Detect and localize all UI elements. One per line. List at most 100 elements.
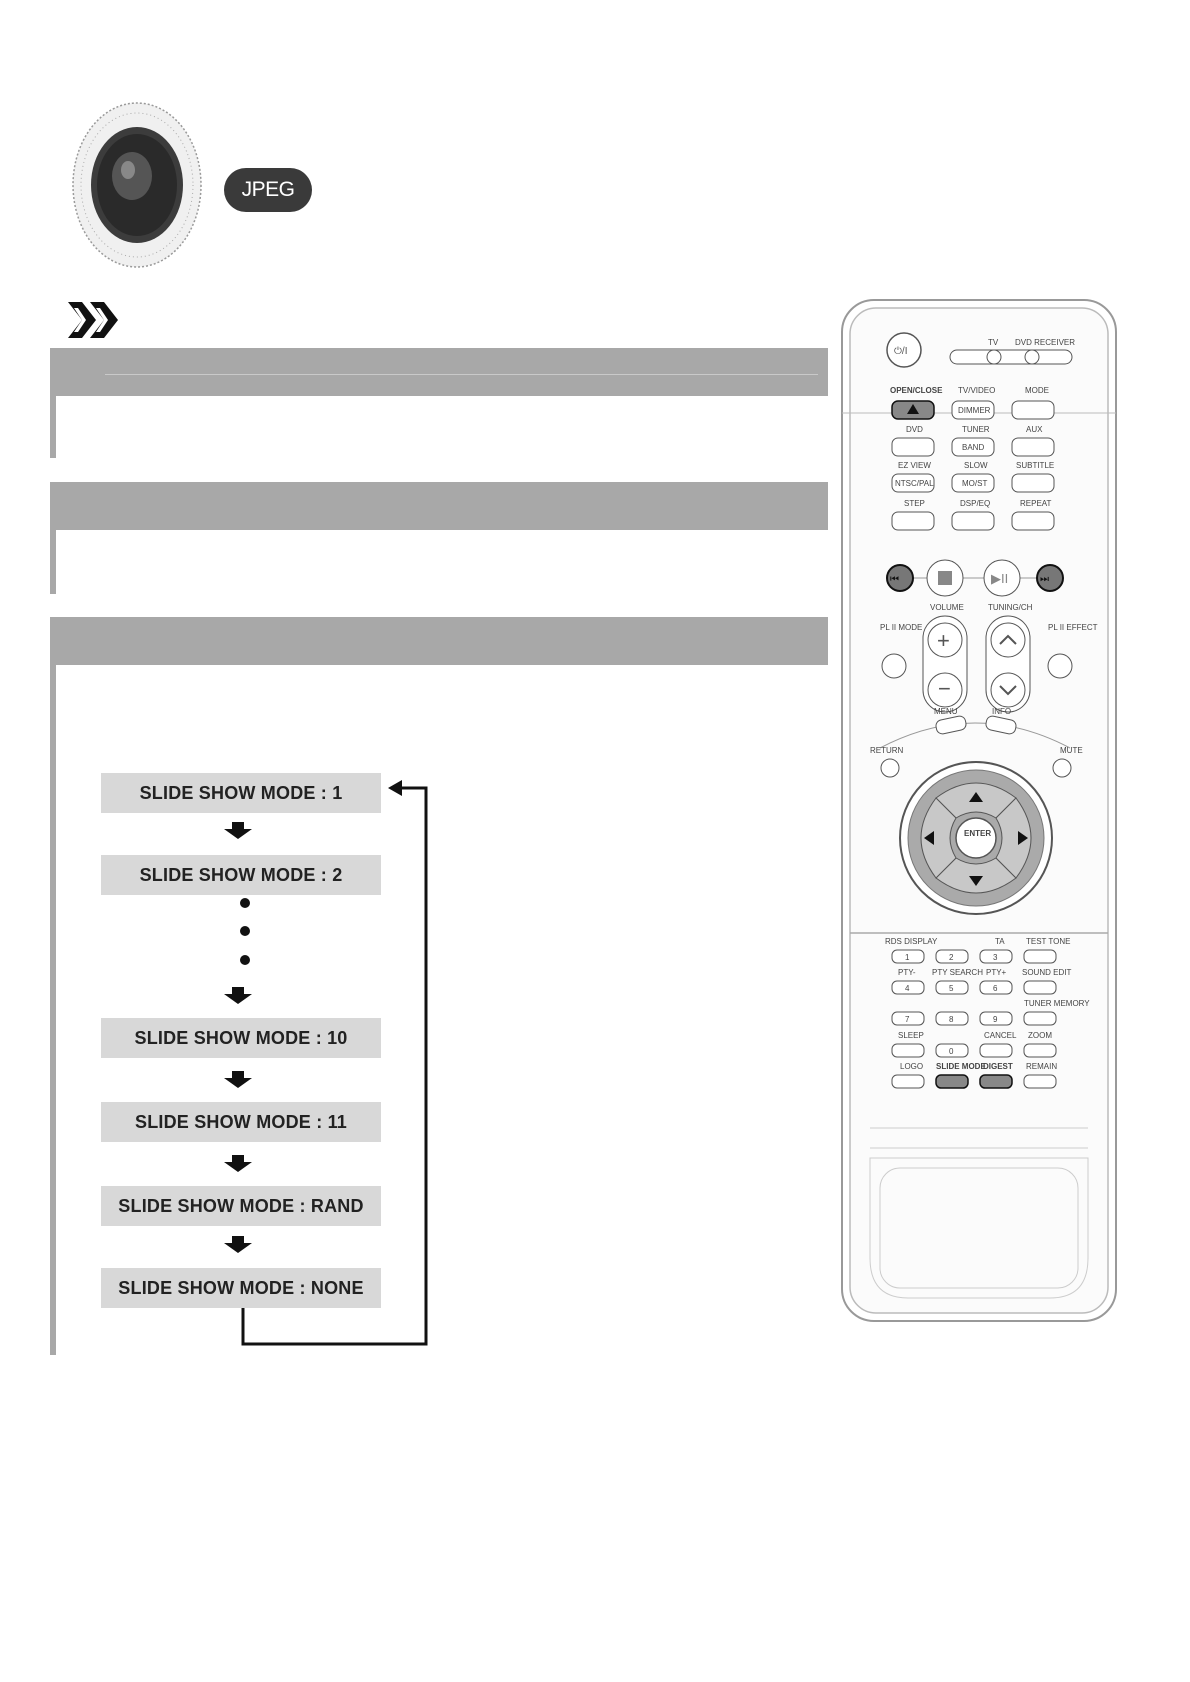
slide-show-mode-rand: SLIDE SHOW MODE : RAND — [101, 1186, 381, 1226]
slide-mode-button[interactable] — [935, 1074, 969, 1089]
key-5[interactable] — [935, 980, 969, 995]
previous-button[interactable]: ⏮ — [886, 564, 914, 592]
svg-text:DIGEST: DIGEST — [983, 1062, 1013, 1071]
svg-text:TUNER: TUNER — [962, 425, 990, 434]
sound-edit-button[interactable] — [1023, 980, 1057, 995]
svg-text:TEST TONE: TEST TONE — [1026, 937, 1070, 946]
tuning-up-button[interactable] — [990, 622, 1026, 658]
next-button[interactable]: ⏭ — [1036, 564, 1064, 592]
menu-button[interactable] — [935, 715, 967, 735]
key-9[interactable] — [979, 1011, 1013, 1026]
svg-text:9: 9 — [993, 1015, 998, 1024]
key-6[interactable] — [979, 980, 1013, 995]
digest-button[interactable] — [979, 1074, 1013, 1089]
dvd-receiver-label: DVD RECEIVER — [1015, 338, 1075, 347]
svg-text:▶II: ▶II — [991, 571, 1008, 586]
tuner-memory-button[interactable] — [1023, 1011, 1057, 1026]
key-1[interactable] — [891, 949, 925, 964]
svg-text:TV/VIDEO: TV/VIDEO — [958, 386, 995, 395]
disc-speaker-icon — [72, 102, 202, 268]
section-bar-1 — [50, 396, 56, 458]
sleep-button[interactable] — [891, 1043, 925, 1058]
svg-text:MUTE: MUTE — [1060, 746, 1083, 755]
svg-text:CANCEL: CANCEL — [984, 1031, 1017, 1040]
svg-text:BAND: BAND — [962, 443, 984, 452]
remote-control: ⏻/I TV DVD RECEIVER OPEN/CLOSE TV/VIDEO … — [841, 299, 1117, 1322]
repeat-button[interactable] — [1011, 511, 1055, 531]
svg-text:MENU: MENU — [934, 707, 958, 716]
svg-text:REMAIN: REMAIN — [1026, 1062, 1057, 1071]
section-header-2 — [50, 482, 828, 530]
return-button[interactable] — [880, 758, 900, 778]
dpad-right-button[interactable] — [995, 797, 1032, 879]
svg-text:PL II EFFECT: PL II EFFECT — [1048, 623, 1098, 632]
svg-text:SOUND EDIT: SOUND EDIT — [1022, 968, 1071, 977]
subtitle-button[interactable] — [1011, 473, 1055, 493]
svg-text:AUX: AUX — [1026, 425, 1043, 434]
dimmer-button[interactable] — [951, 400, 995, 420]
svg-text:SLIDE MODE: SLIDE MODE — [936, 1062, 986, 1071]
remain-button[interactable] — [1023, 1074, 1057, 1089]
aux-button[interactable] — [1011, 437, 1055, 457]
dvd-button[interactable] — [891, 437, 935, 457]
svg-text:RDS DISPLAY: RDS DISPLAY — [885, 937, 938, 946]
key-0[interactable] — [935, 1043, 969, 1058]
pl2-effect-button[interactable] — [1047, 653, 1073, 679]
dsp-eq-button[interactable] — [951, 511, 995, 531]
svg-text:EZ VIEW: EZ VIEW — [898, 461, 931, 470]
enter-button[interactable]: ENTER — [955, 817, 997, 859]
tv-label: TV — [988, 338, 999, 347]
band-button[interactable] — [951, 437, 995, 457]
volume-up-button[interactable] — [927, 622, 963, 658]
key-7[interactable] — [891, 1011, 925, 1026]
svg-text:5: 5 — [949, 984, 954, 993]
power-button[interactable]: ⏻/I — [886, 332, 922, 368]
svg-text:3: 3 — [993, 953, 998, 962]
section-bar-3 — [50, 665, 56, 1355]
step-button[interactable] — [891, 511, 935, 531]
play-pause-button[interactable]: ▶II — [983, 559, 1021, 597]
svg-text:DIMMER: DIMMER — [958, 406, 991, 415]
dpad-left-button[interactable] — [920, 797, 957, 879]
pl2-mode-button[interactable] — [881, 653, 907, 679]
section-header-1 — [50, 348, 828, 396]
svg-text:MODE: MODE — [1025, 386, 1049, 395]
cancel-button[interactable] — [979, 1043, 1013, 1058]
jpeg-badge: JPEG — [224, 168, 312, 212]
key-8[interactable] — [935, 1011, 969, 1026]
slide-show-mode-11: SLIDE SHOW MODE : 11 — [101, 1102, 381, 1142]
svg-text:0: 0 — [949, 1047, 954, 1056]
slide-show-mode-1: SLIDE SHOW MODE : 1 — [101, 773, 381, 813]
mode-button[interactable] — [1011, 400, 1055, 420]
ntsc-pal-button[interactable] — [891, 473, 935, 493]
svg-text:⏮: ⏮ — [890, 574, 899, 585]
key-4[interactable] — [891, 980, 925, 995]
mute-button[interactable] — [1052, 758, 1072, 778]
svg-text:8: 8 — [949, 1015, 954, 1024]
svg-text:⏭: ⏭ — [1040, 574, 1049, 585]
svg-text:OPEN/CLOSE: OPEN/CLOSE — [890, 386, 943, 395]
svg-text:STEP: STEP — [904, 499, 925, 508]
logo-button[interactable] — [891, 1074, 925, 1089]
svg-text:DVD: DVD — [906, 425, 923, 434]
svg-text:REPEAT: REPEAT — [1020, 499, 1052, 508]
test-tone-button[interactable] — [1023, 949, 1057, 964]
svg-text:PTY-: PTY- — [898, 968, 916, 977]
info-button[interactable] — [985, 715, 1017, 735]
key-3[interactable] — [979, 949, 1013, 964]
svg-text:+: + — [937, 628, 950, 653]
tuning-down-button[interactable] — [990, 672, 1026, 708]
mo-st-button[interactable] — [951, 473, 995, 493]
svg-text:2: 2 — [949, 953, 954, 962]
stop-button[interactable] — [926, 559, 964, 597]
svg-text:DSP/EQ: DSP/EQ — [960, 499, 990, 508]
svg-text:PTY+: PTY+ — [986, 968, 1007, 977]
key-2[interactable] — [935, 949, 969, 964]
svg-text:7: 7 — [905, 1015, 910, 1024]
svg-text:1: 1 — [905, 953, 910, 962]
svg-text:MO/ST: MO/ST — [962, 479, 987, 488]
zoom-button[interactable] — [1023, 1043, 1057, 1058]
svg-text:PL II MODE: PL II MODE — [880, 623, 922, 632]
volume-down-button[interactable] — [927, 672, 963, 708]
svg-text:SLEEP: SLEEP — [898, 1031, 924, 1040]
